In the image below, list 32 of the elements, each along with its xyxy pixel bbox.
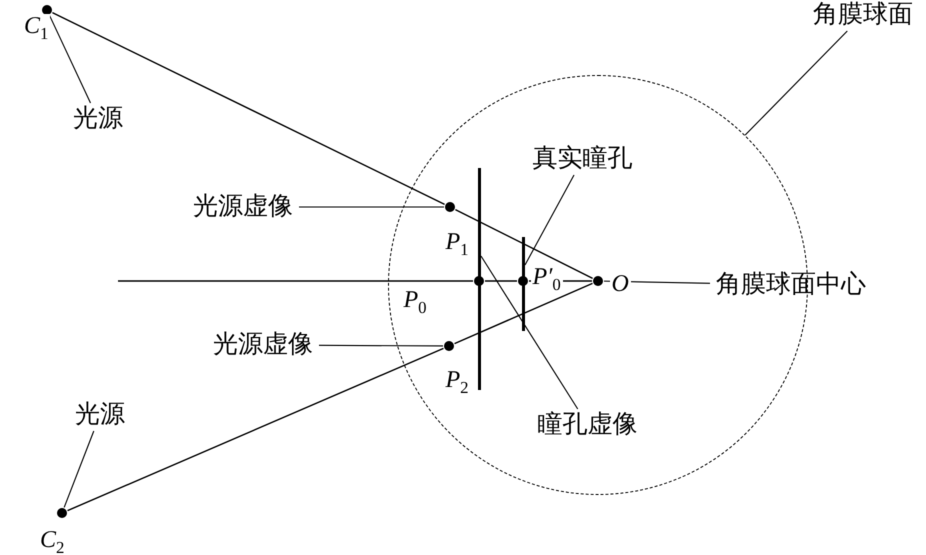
leader-line (744, 30, 848, 136)
point-dot (518, 276, 528, 286)
callout-label: 光源 (70, 104, 126, 134)
leader-line (524, 174, 574, 266)
point-dot (57, 508, 67, 518)
ray-line (118, 280, 473, 282)
leader-line (64, 430, 94, 508)
leader-line (480, 256, 578, 410)
pupil-line (478, 168, 480, 390)
leader-line (319, 344, 443, 347)
callout-label: 光源虚像 (190, 192, 296, 222)
pupil-line (522, 236, 524, 330)
leader-line (49, 15, 92, 104)
point-label: C$_{2}$ (38, 528, 66, 555)
leader-line (299, 206, 444, 208)
ray-line (454, 282, 593, 344)
ray-line (67, 348, 444, 512)
callout-label: 光源虚像 (210, 330, 316, 360)
callout-label: 角膜球面中心 (713, 270, 869, 300)
callout-label: 角膜球面 (810, 0, 916, 30)
ray-line (455, 209, 593, 279)
callout-label: 真实瞳孔 (530, 144, 636, 174)
ray-line (485, 280, 517, 282)
callout-label: 光源 (72, 400, 128, 430)
point-dot (444, 202, 454, 212)
callout-label: 瞳孔虚像 (534, 410, 640, 440)
point-dot (474, 276, 484, 286)
leader-line (604, 280, 710, 284)
point-dot (444, 340, 454, 350)
point-dot (42, 5, 52, 15)
point-dot (592, 276, 602, 286)
ray-line (52, 12, 445, 205)
